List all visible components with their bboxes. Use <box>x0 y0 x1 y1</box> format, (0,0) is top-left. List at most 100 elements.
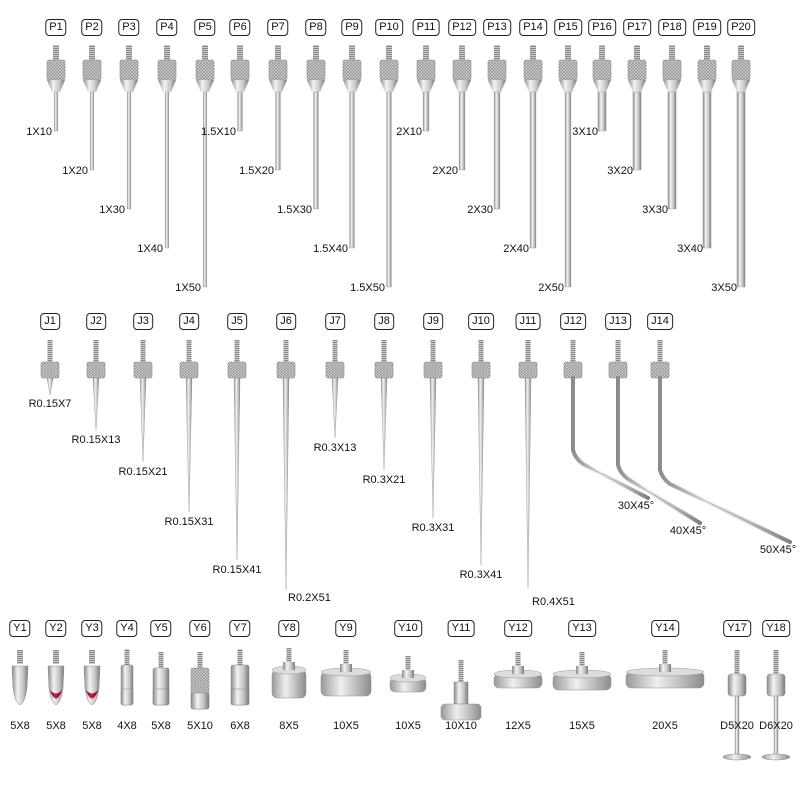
probe-dimension-label: R0.15X41 <box>212 564 262 576</box>
needle-probe <box>518 340 538 589</box>
probe-dimension-label: 10X10 <box>445 720 477 732</box>
disc-probe <box>271 648 307 699</box>
probe-dimension-label: 5X8 <box>82 720 102 732</box>
probe-dimension-label: R0.3X21 <box>362 474 406 486</box>
probe-dimension-label: 1.5X30 <box>277 204 312 216</box>
probe-code-label: J13 <box>605 313 631 330</box>
pin-probe <box>416 45 436 132</box>
probe-code-label: P5 <box>194 19 216 36</box>
probe-code-label: P12 <box>448 19 476 36</box>
probe-code-label: J7 <box>325 313 345 330</box>
needle-probe <box>133 340 153 463</box>
probe-dimension-label: D5X20 <box>720 720 754 732</box>
pin-probe <box>523 45 543 249</box>
probe-dimension-label: 2X40 <box>503 243 529 255</box>
probe-dimension-label: R0.3X31 <box>411 522 455 534</box>
probe-dimension-label: D6X20 <box>759 720 793 732</box>
probe-code-label: P16 <box>588 19 616 36</box>
probe-code-label: Y2 <box>45 620 67 637</box>
probe-code-label: J8 <box>374 313 394 330</box>
flat-tip-probe <box>152 652 170 706</box>
probe-code-label: Y12 <box>504 620 532 637</box>
probe-dimension-label: 1.5X20 <box>239 165 274 177</box>
probe-code-label: Y10 <box>394 620 422 637</box>
probe-code-label: P3 <box>118 19 140 36</box>
pin-probe <box>558 45 578 288</box>
disc-probe <box>625 650 705 689</box>
flat-tip-probe <box>190 652 210 710</box>
probe-code-label: J12 <box>560 313 586 330</box>
pin-probe <box>452 45 472 171</box>
probe-code-label: P2 <box>81 19 103 36</box>
disc-probe <box>440 660 482 721</box>
probe-code-label: P11 <box>412 19 440 36</box>
disc-probe <box>320 650 372 697</box>
probe-dimension-label: R0.3X13 <box>313 442 357 454</box>
probe-dimension-label: 4X8 <box>117 720 137 732</box>
probe-code-label: Y14 <box>651 620 679 637</box>
needle-probe <box>471 340 491 566</box>
probe-code-label: J9 <box>423 313 443 330</box>
pin-probe <box>268 45 288 171</box>
probe-code-label: P1 <box>45 19 67 36</box>
probe-dimension-label: 5X10 <box>187 720 213 732</box>
pin-probe <box>487 45 507 210</box>
probe-code-label: Y13 <box>568 620 596 637</box>
needle-probe <box>179 340 199 513</box>
disc-probe <box>389 656 427 693</box>
pin-probe <box>82 45 102 171</box>
probe-code-label: Y7 <box>229 620 251 637</box>
probe-code-label: P17 <box>623 19 651 36</box>
probe-dimension-label: 1X50 <box>175 282 201 294</box>
needle-probe <box>227 340 247 561</box>
needle-probe <box>40 340 60 396</box>
probe-dimension-label: R0.3X41 <box>459 569 503 581</box>
pin-probe <box>342 45 362 249</box>
probe-dimension-label: R0.4X51 <box>532 596 575 608</box>
long-stem-probe <box>761 650 791 761</box>
probe-code-label: Y6 <box>189 620 211 637</box>
probe-code-label: P7 <box>267 19 289 36</box>
probe-code-label: P19 <box>693 19 721 36</box>
probe-dimension-label: 2X30 <box>467 204 493 216</box>
needle-probe <box>86 340 106 431</box>
needle-probe <box>423 340 443 519</box>
probe-dimension-label: 1.5X10 <box>201 126 236 138</box>
probe-code-label: J4 <box>179 313 199 330</box>
probe-code-label: Y9 <box>335 620 357 637</box>
bent-needle-probe <box>608 340 702 525</box>
probe-dimension-label: 20X5 <box>652 720 678 732</box>
probe-dimension-label: R0.15X21 <box>118 466 168 478</box>
probe-code-label: P20 <box>727 19 755 36</box>
long-stem-probe <box>722 650 752 761</box>
pin-probe <box>697 45 717 249</box>
needle-probe <box>374 340 394 471</box>
disc-probe <box>552 652 612 691</box>
pin-probe <box>195 45 215 288</box>
probe-code-label: J14 <box>647 313 673 330</box>
probe-code-label: Y4 <box>116 620 138 637</box>
ball-tip-probe <box>47 650 65 706</box>
pin-probe <box>46 45 66 132</box>
probe-dimension-label: 1X10 <box>26 126 52 138</box>
ball-tip-probe <box>83 650 101 706</box>
pin-probe <box>592 45 612 132</box>
probe-dimension-label: R0.15X7 <box>28 398 72 410</box>
pin-probe <box>230 45 250 132</box>
probe-code-label: P9 <box>341 19 363 36</box>
probe-dimension-label: 5X8 <box>10 720 30 732</box>
probe-dimension-label: 2X50 <box>538 282 564 294</box>
probe-code-label: J5 <box>227 313 247 330</box>
probe-dimension-label: 3X50 <box>711 282 737 294</box>
probe-dimension-label: 3X20 <box>607 165 633 177</box>
probe-code-label: P13 <box>483 19 511 36</box>
probe-dimension-label: 3X10 <box>572 126 598 138</box>
pin-probe <box>379 45 399 288</box>
probe-code-label: P14 <box>519 19 547 36</box>
flat-tip-probe <box>230 649 250 706</box>
probe-code-label: Y17 <box>723 620 751 637</box>
disc-probe <box>493 652 543 689</box>
probe-code-label: J2 <box>86 313 106 330</box>
